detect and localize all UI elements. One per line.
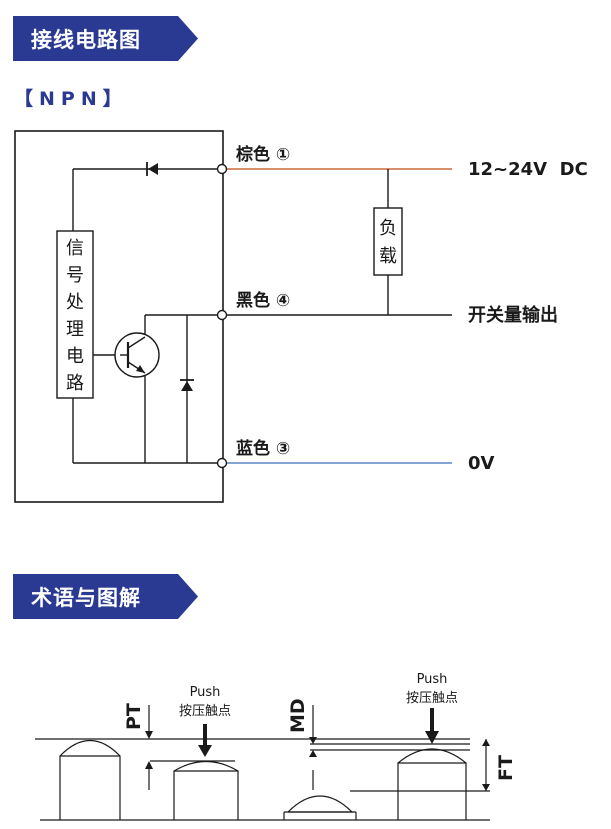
push-arrow-icon bbox=[425, 731, 439, 744]
plunger-free bbox=[59, 740, 121, 820]
load-char: 负 bbox=[379, 218, 397, 239]
banner-shape bbox=[13, 16, 198, 61]
processing-char: 理 bbox=[66, 319, 84, 340]
plunger-operated bbox=[173, 761, 239, 820]
processing-char: 路 bbox=[66, 373, 84, 394]
section-title-wiring: 接线电路图 bbox=[31, 27, 141, 52]
sensor-housing bbox=[14, 130, 224, 503]
processing-char: 处 bbox=[66, 292, 84, 313]
protection-diode-icon bbox=[146, 162, 158, 176]
wiring-diagram: 信 号 处 理 电 路 负 载 棕色 ① 黑色 ④ 蓝色 ③ 12~24V DC… bbox=[14, 130, 588, 503]
npn-label: 【NPN】 bbox=[14, 88, 128, 110]
push-arrow-icon bbox=[198, 745, 212, 757]
ft-label: FT bbox=[495, 755, 517, 781]
zener-diode-icon bbox=[180, 379, 194, 391]
terminal-4 bbox=[216, 309, 228, 321]
plunger-md bbox=[287, 795, 354, 813]
md-label: MD bbox=[287, 698, 309, 733]
wire-target-ground: 0V bbox=[468, 453, 495, 474]
push-label-zh: 按压触点 bbox=[179, 704, 231, 719]
section-banner-terms: 术语与图解 bbox=[13, 574, 198, 619]
wire-label-blue: 蓝色 ③ bbox=[236, 438, 290, 459]
push-label-en: Push bbox=[190, 685, 221, 700]
load-block bbox=[373, 207, 403, 276]
npn-transistor-icon bbox=[114, 332, 160, 378]
wire-label-brown: 棕色 ① bbox=[236, 144, 290, 165]
processing-char: 信 bbox=[66, 238, 84, 259]
pt-label: PT bbox=[123, 703, 145, 730]
push-arrow-2 bbox=[430, 708, 434, 732]
push-label-zh: 按压触点 bbox=[406, 691, 458, 706]
processing-char: 电 bbox=[66, 346, 84, 367]
section-banner-wiring: 接线电路图 bbox=[13, 16, 198, 61]
wire-target-output: 开关量输出 bbox=[468, 304, 558, 326]
signal-processing-block bbox=[56, 230, 94, 399]
section-title-terms: 术语与图解 bbox=[31, 585, 141, 610]
terminal-3 bbox=[216, 457, 228, 469]
wire-label-black: 黑色 ④ bbox=[236, 290, 290, 311]
push-label-en: Push bbox=[417, 672, 448, 687]
processing-char: 号 bbox=[66, 265, 84, 286]
wire-target-power: 12~24V DC bbox=[468, 159, 588, 180]
push-arrow-1 bbox=[203, 724, 207, 746]
banner-shape bbox=[13, 574, 198, 619]
plunger-total-travel bbox=[397, 748, 467, 820]
terminal-1 bbox=[216, 163, 228, 175]
load-char: 载 bbox=[379, 246, 397, 267]
